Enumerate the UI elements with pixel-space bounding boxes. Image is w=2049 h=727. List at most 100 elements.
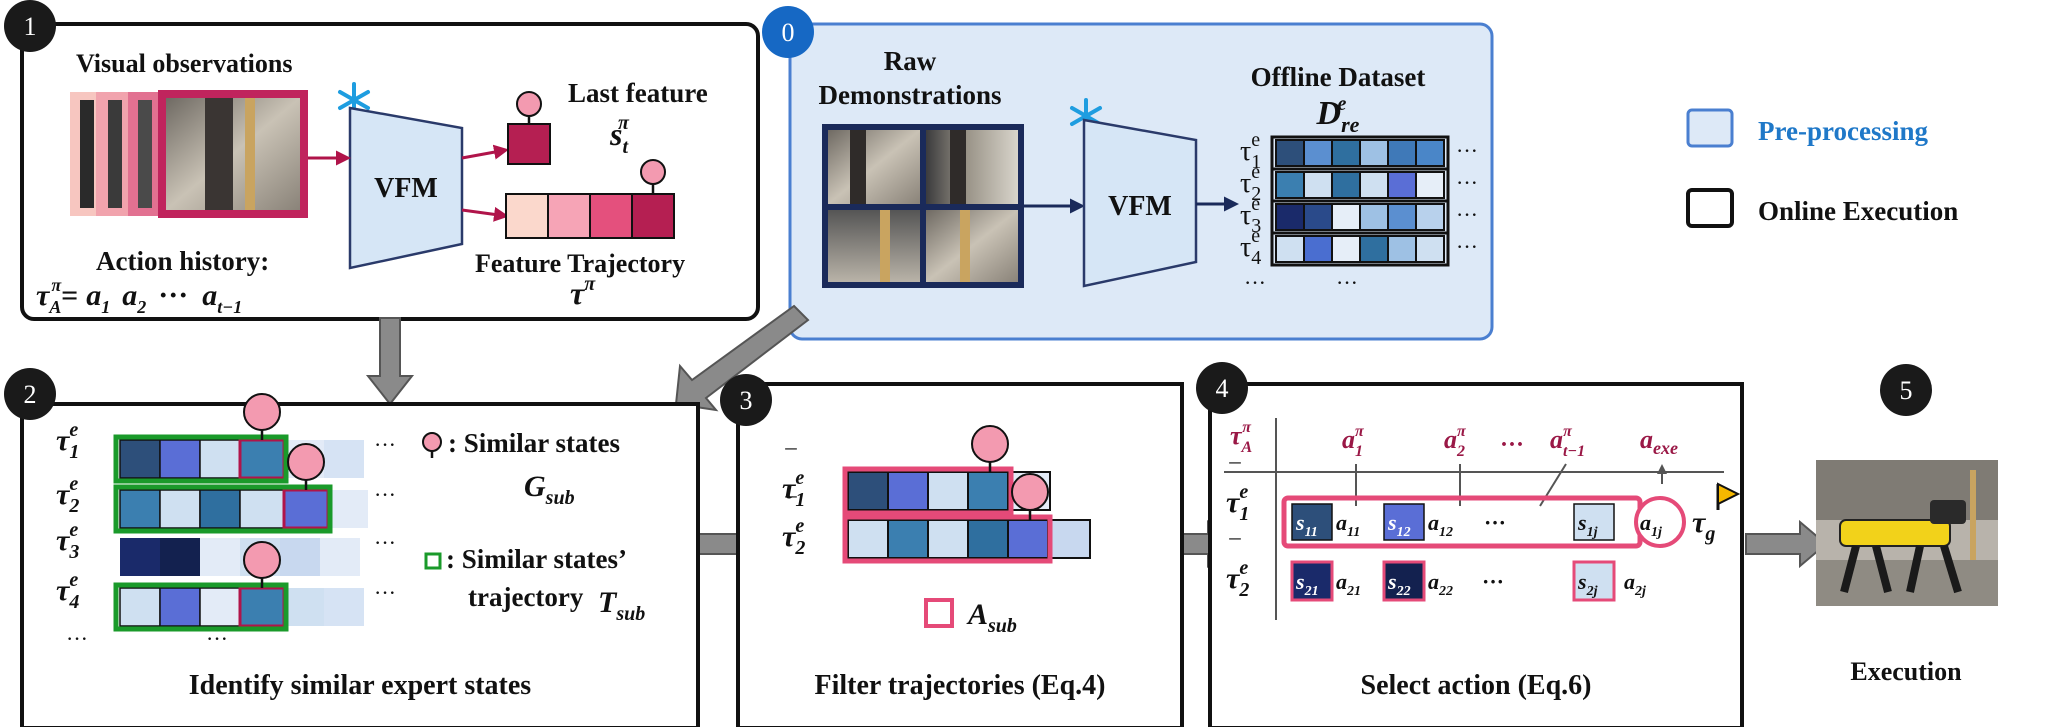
raw-demo-label-2: Demonstrations	[819, 80, 1002, 110]
legend-online-swatch	[1686, 188, 1734, 228]
panel-4-select: 4 τAπ a1π a2π ··· at−1π aexe ‾τ1e ‾τ2e s…	[1196, 362, 1744, 727]
filtered-traj-label: ‾τ2e	[1226, 536, 1249, 601]
dataset-row-label: τ3e	[1240, 193, 1261, 237]
visual-observations-label: Visual observations	[76, 49, 292, 78]
vfm-to-traj-arrow	[461, 206, 509, 222]
dataset-row-label: τ1e	[1240, 129, 1261, 173]
raw-demo-grid	[822, 124, 1024, 288]
vfm-to-last-feature-arrow	[461, 144, 509, 160]
last-feature-symbol: stπ	[609, 112, 630, 158]
similar-traj-legend-swatch	[424, 552, 442, 570]
step-1-badge	[4, 0, 56, 52]
a-sub-symbol: Asub	[966, 598, 1017, 637]
selected-action-circle	[1634, 496, 1686, 548]
obs-back-strip-2	[108, 100, 122, 208]
dataset-row	[1275, 171, 1445, 199]
dataset-row	[1275, 139, 1445, 167]
action-header-item: a1π	[1342, 423, 1365, 460]
legend-preprocessing-swatch	[1686, 108, 1734, 148]
step-2-badge	[4, 368, 56, 420]
tau-a-label: τAπ	[1230, 419, 1253, 456]
panel3-grid	[847, 471, 1091, 559]
panel2-ellipsis: ···	[374, 432, 396, 457]
step-4-badge	[1196, 362, 1248, 414]
filtered-traj-label: ‾τ1e	[782, 446, 805, 511]
legend-preprocessing-label: Pre-processing	[1758, 116, 1928, 146]
panel3-title: Filter trajectories (Eq.4)	[814, 670, 1105, 701]
panel4-to-panel5-arrow	[1745, 519, 1828, 569]
dataset-row-labels: τ1e τ2e τ3e τ4e	[1240, 129, 1261, 269]
step-5-number: 5	[1900, 376, 1913, 405]
filtered-traj-label: ‾τ2e	[782, 494, 805, 559]
feature-trajectory-symbol: τπ	[570, 273, 596, 311]
obs-back-strip-3	[138, 100, 152, 208]
step-5-badge	[1880, 364, 1932, 416]
filtered-highlight	[842, 514, 1053, 564]
legend: Pre-processing Online Execution	[1686, 108, 1958, 228]
dataset-row-label: τ4e	[1240, 225, 1261, 269]
a-sub-legend-swatch	[924, 598, 954, 628]
similar-states-legend-pin-icon	[422, 432, 442, 458]
row1-cells: s11 a11 s12 a12 ··· s1j	[1291, 503, 1615, 541]
panel2-ellipsis: ···	[206, 626, 228, 651]
panel-0-preprocessing: 0 Raw Demonstrations VFM Offline Dataset…	[762, 6, 1494, 341]
step-3-badge	[720, 374, 772, 426]
legend-online-label: Online Execution	[1758, 196, 1958, 226]
obs-image-pole	[205, 98, 233, 210]
panel5-title: Execution	[1850, 657, 1962, 686]
tau-g-label: τg	[1692, 506, 1715, 545]
action-header-ellipsis: ···	[1500, 432, 1524, 458]
panel-2-identify: 2 τ1e τ2e τ3e τ4e	[4, 368, 700, 727]
step-4-number: 4	[1216, 374, 1229, 403]
panel-5-execution: 5 Execution	[1816, 364, 1998, 686]
dataset-ellipsis: ···	[1456, 234, 1478, 259]
raw-demo-label-1: Raw	[884, 46, 937, 76]
panel-1-observation: 1 Visual observations VFM Last	[4, 0, 760, 321]
panel4-title: Select action (Eq.6)	[1361, 670, 1592, 701]
similar-state-pin-icon	[243, 393, 281, 440]
feature-trajectory-label: Feature Trajectory	[475, 249, 685, 278]
panel2-row-labels: τ1e τ2e τ3e τ4e	[56, 419, 79, 613]
panel2-ellipsis: ···	[66, 626, 88, 651]
dataset-grid	[1270, 135, 1450, 267]
row-ellipsis: ···	[1484, 510, 1506, 535]
vfm-label-0: VFM	[1108, 191, 1172, 222]
action-history-label: Action history:	[96, 246, 269, 276]
similar-states-label: : Similar states	[448, 428, 620, 458]
step-3-number: 3	[740, 386, 753, 415]
filtered-highlight	[842, 466, 1014, 516]
step-1-number: 1	[24, 12, 37, 41]
panel2-ellipses: ··· ··· ··· ··· ··· ···	[66, 432, 396, 651]
expert-traj-label: τ4e	[56, 569, 79, 613]
panel1-to-panel2-arrow	[365, 317, 415, 406]
dataset-ellipsis: ···	[1456, 138, 1478, 163]
dataset-ellipsis: ···	[1244, 270, 1266, 295]
panel2-title: Identify similar expert states	[189, 670, 532, 701]
panel2-ellipsis: ···	[374, 482, 396, 507]
panel-4-border	[1208, 382, 1744, 727]
panel2-ellipsis: ···	[374, 530, 396, 555]
expert-traj-label: τ3e	[56, 519, 79, 563]
similar-traj-label-1: : Similar states’	[446, 544, 627, 574]
vfm-encoder-0	[1082, 118, 1198, 288]
expert-traj-label: τ1e	[56, 419, 79, 463]
panel2-grid	[113, 434, 368, 632]
filtered-traj-label: ‾τ1e	[1226, 460, 1249, 525]
similar-state-pin-icon	[1011, 473, 1049, 520]
step-0-number: 0	[782, 18, 795, 47]
step-2-number: 2	[24, 380, 37, 409]
dataset-row	[1275, 203, 1445, 231]
similar-state-pin-icon	[243, 541, 281, 588]
similar-state-pin-icon	[971, 425, 1009, 472]
offline-dataset-symbol: Dree	[1316, 93, 1360, 137]
last-feature-pin-icon	[507, 91, 551, 165]
offline-dataset-label: Offline Dataset	[1251, 62, 1426, 92]
expert-traj-label: τ2e	[56, 473, 79, 517]
t-sub-symbol: Tsub	[598, 586, 645, 625]
similar-state-pins	[243, 393, 325, 588]
vfm-label-1: VFM	[374, 173, 438, 204]
dataset-row-label: τ2e	[1240, 161, 1261, 205]
row-ellipsis: ···	[1482, 569, 1504, 594]
